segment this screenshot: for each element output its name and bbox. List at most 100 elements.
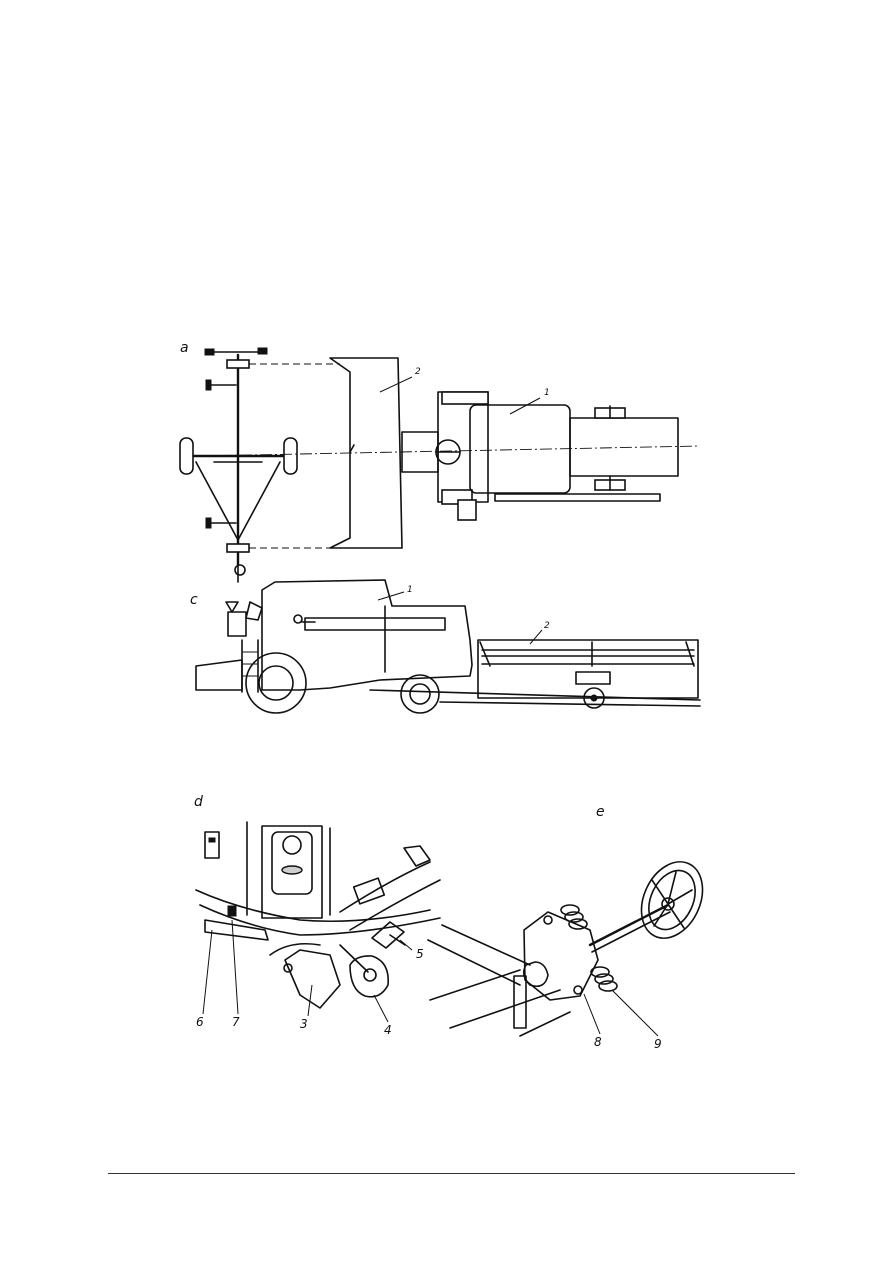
lower-spring-9: [590, 966, 618, 992]
trailer-side-wheel-hub: [590, 694, 598, 702]
callout-4-leader: [373, 994, 389, 1023]
small-bracket-hole: [208, 837, 216, 843]
spring-coil-upper-2: [564, 911, 584, 923]
beam-upper-edge: [427, 939, 521, 986]
frame-window: [271, 831, 313, 895]
trailer-wheel-right: [283, 437, 298, 475]
pulley-hub: [661, 897, 675, 911]
panel-a-callout-2: 2: [415, 367, 421, 377]
trailer-bracket: [575, 671, 611, 685]
trailer-hitch-ring: [234, 564, 246, 576]
panel-e-callout-9: 9: [654, 1037, 662, 1051]
panel-e-callout-8: 8: [594, 1035, 602, 1049]
combine-side-body: [261, 579, 473, 691]
pulley-spoke-5: [651, 879, 669, 905]
steering-column: [245, 601, 263, 621]
linkage-pin-7: [227, 905, 237, 917]
trailer-brace-right: [237, 461, 281, 541]
trailer-arm-top-end: [205, 379, 212, 391]
callout-6-leader: [202, 929, 213, 1015]
panel-d-callout-7: 7: [232, 1015, 240, 1029]
panel-d-callout-4: 4: [384, 1023, 392, 1037]
panel-c-label: c: [190, 592, 198, 608]
trailer-top-bar-end-right: [257, 347, 268, 355]
callout-9-leader: [611, 989, 659, 1037]
pulley-inner-rim: [648, 869, 696, 931]
shaft: [588, 903, 670, 947]
header-end-left: [479, 641, 491, 667]
coupling-linkage-3: [269, 942, 321, 956]
beam-lower-edge: [429, 969, 521, 1001]
header-on-trailer: [477, 639, 699, 699]
pulley-spoke-4: [653, 903, 669, 927]
upright-plate: [513, 975, 527, 1029]
seat-top: [225, 601, 239, 613]
upper-spring: [560, 904, 588, 930]
beam-base: [519, 1011, 571, 1037]
cylinder-rod-5: [389, 934, 406, 946]
feeder-house: [195, 659, 243, 691]
hook-pivot-4: [363, 968, 377, 982]
panel-c-callout-1: 1: [407, 585, 413, 595]
front-drive-wheel-rim: [258, 665, 294, 701]
panel-a-plan-view: a 2: [179, 340, 701, 583]
rear-steer-wheel-rim: [409, 683, 431, 705]
panel-a-callout-1: 1: [544, 388, 550, 398]
coupling-bolt-3: [283, 963, 293, 973]
pulley-spoke-3: [667, 903, 685, 929]
spring-coil-upper-3: [568, 918, 588, 930]
rail-upper: [195, 889, 431, 923]
panel-a-label: a: [180, 340, 189, 356]
upper-bracket: [352, 877, 386, 905]
combine-cab-block: [437, 391, 489, 503]
callout-5-leader: [399, 939, 413, 951]
trailer-top-bar-end-left: [204, 348, 215, 356]
arm-upper: [339, 861, 431, 913]
housing-bolt-bottom: [573, 985, 583, 995]
hook-4: [349, 955, 389, 998]
header-body: [329, 357, 403, 549]
top-linkage: [403, 845, 431, 867]
beam-lower-edge-2: [449, 989, 561, 1029]
spring-coil-upper-1: [560, 904, 580, 916]
header-mark: [349, 444, 355, 453]
front-drive-wheel: [245, 652, 307, 714]
tube-pivot: [293, 614, 303, 624]
callout-1-leader: [509, 397, 541, 415]
panel-d-callout-3: 3: [300, 1017, 308, 1031]
pulley-spoke-2: [667, 889, 693, 905]
panel-c-callout-2: 2: [544, 621, 550, 631]
combine-bottom-wheel-hub: [457, 499, 477, 521]
panel-e-shaft-detail: e 8: [427, 804, 704, 1051]
hook-rod-4: [339, 944, 369, 973]
beam-upper-edge-2: [441, 924, 531, 966]
footer-rule: [108, 1173, 795, 1174]
callout-c1-leader: [377, 591, 405, 601]
panel-d-label: d: [194, 794, 203, 810]
badge: [281, 865, 303, 875]
trailer-brace-left: [195, 461, 239, 541]
trailer-clamp-top: [226, 359, 250, 369]
combine-top-wheel: [441, 391, 489, 405]
header-end-right: [685, 641, 695, 667]
unloading-auger: [494, 493, 661, 502]
panel-e-label: e: [596, 804, 605, 820]
panel-d-callout-6: 6: [196, 1015, 204, 1029]
tow-bar-lower: [439, 701, 701, 707]
small-bracket: [204, 831, 220, 859]
unloading-tube: [304, 617, 446, 631]
trailer-wheel-left: [179, 437, 194, 475]
callout-3-leader: [307, 984, 313, 1017]
pivot-eye: [282, 835, 302, 855]
pulley-outer-rim: [640, 861, 704, 939]
trailer-clamp-bottom: [226, 543, 250, 553]
panel-d-hitch-detail: d 6 7 3 4: [194, 794, 441, 1037]
callout-2-leader: [379, 376, 413, 393]
spring-coil-lower-1: [590, 966, 610, 978]
trailer-side-wheel: [583, 687, 605, 709]
panel-c-side-view: c 1 2: [190, 579, 701, 714]
callout-c2-leader: [529, 629, 543, 645]
cylinder-5: [371, 921, 405, 949]
panel-d-callout-5: 5: [416, 947, 424, 961]
